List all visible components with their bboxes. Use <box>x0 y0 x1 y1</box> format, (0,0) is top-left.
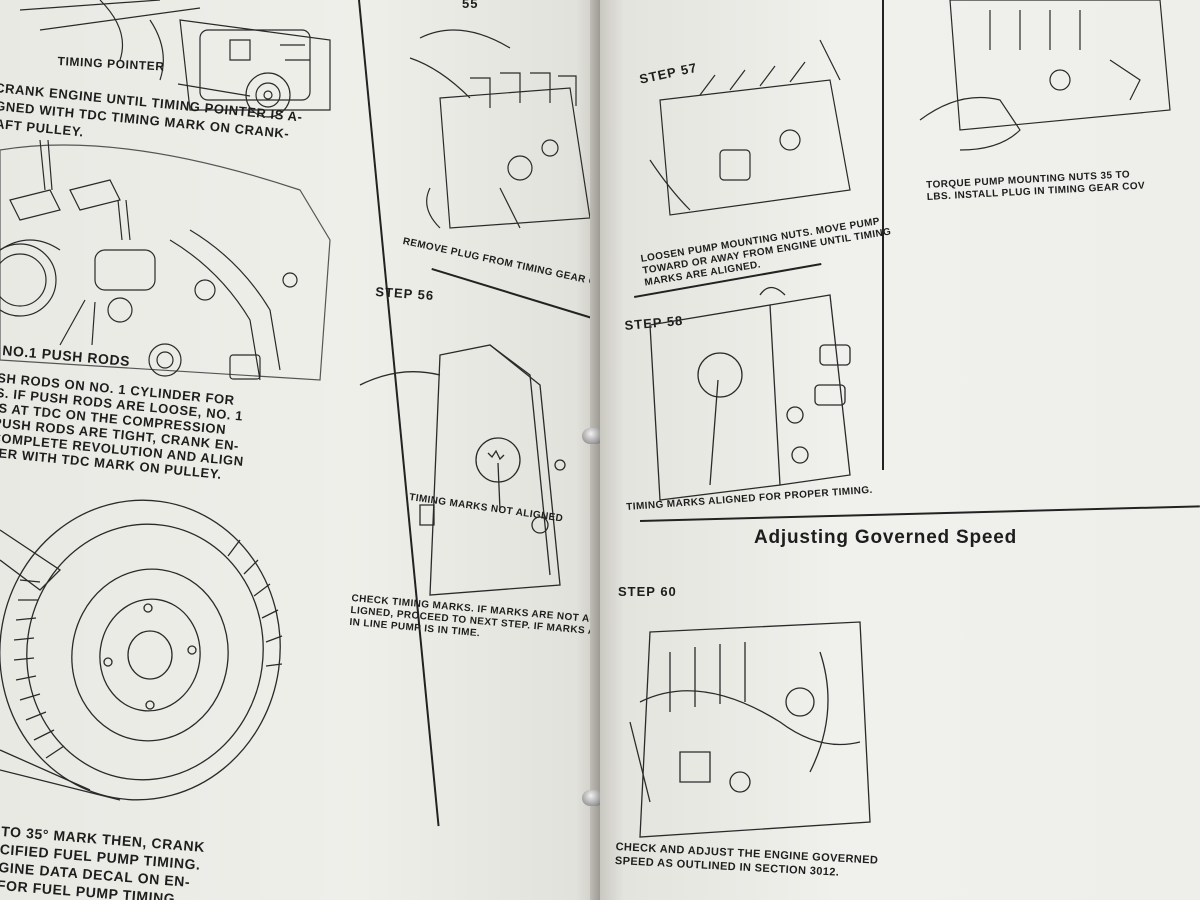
step59-illustration <box>910 0 1200 170</box>
left-page: TIMING POINTER CRANK ENGINE UNTIL TIMING… <box>0 0 600 900</box>
step56-illustration <box>360 345 590 595</box>
section-heading: Adjusting Governed Speed <box>754 527 1018 548</box>
rocker-arm-illustration <box>0 130 330 390</box>
right-page: STEP 57 LOOSEN PUMP MOUNTING NUTS. MOVE … <box>600 0 1200 900</box>
step60-title: STEP 60 <box>618 584 677 599</box>
binder-ring-bottom <box>582 790 604 806</box>
step57-illustration <box>640 40 860 230</box>
right-column-divider <box>882 0 884 470</box>
step56-title: STEP 56 <box>374 284 435 304</box>
fuel-pump-timing-paragraph: TO 35° MARK THEN, CRANK CIFIED FUEL PUMP… <box>0 822 206 900</box>
section-divider <box>640 505 1200 522</box>
step58-illustration <box>630 285 870 505</box>
crankshaft-pulley-illustration <box>0 500 290 800</box>
timing-pointer-illustration <box>0 0 380 140</box>
step55-illustration <box>400 18 600 238</box>
step56-caption: CHECK TIMING MARKS. IF MARKS ARE NOT A- … <box>349 593 600 652</box>
step55-number: 55 <box>462 0 479 11</box>
step60-caption: CHECK AND ADJUST THE ENGINE GOVERNED SPE… <box>615 840 879 882</box>
step59-caption: TORQUE PUMP MOUNTING NUTS 35 TO LBS. INS… <box>926 169 1145 204</box>
step60-illustration <box>620 612 880 842</box>
binder-ring-top <box>582 428 604 444</box>
step55-caption: REMOVE PLUG FROM TIMING GEAR COVER. <box>401 236 600 295</box>
